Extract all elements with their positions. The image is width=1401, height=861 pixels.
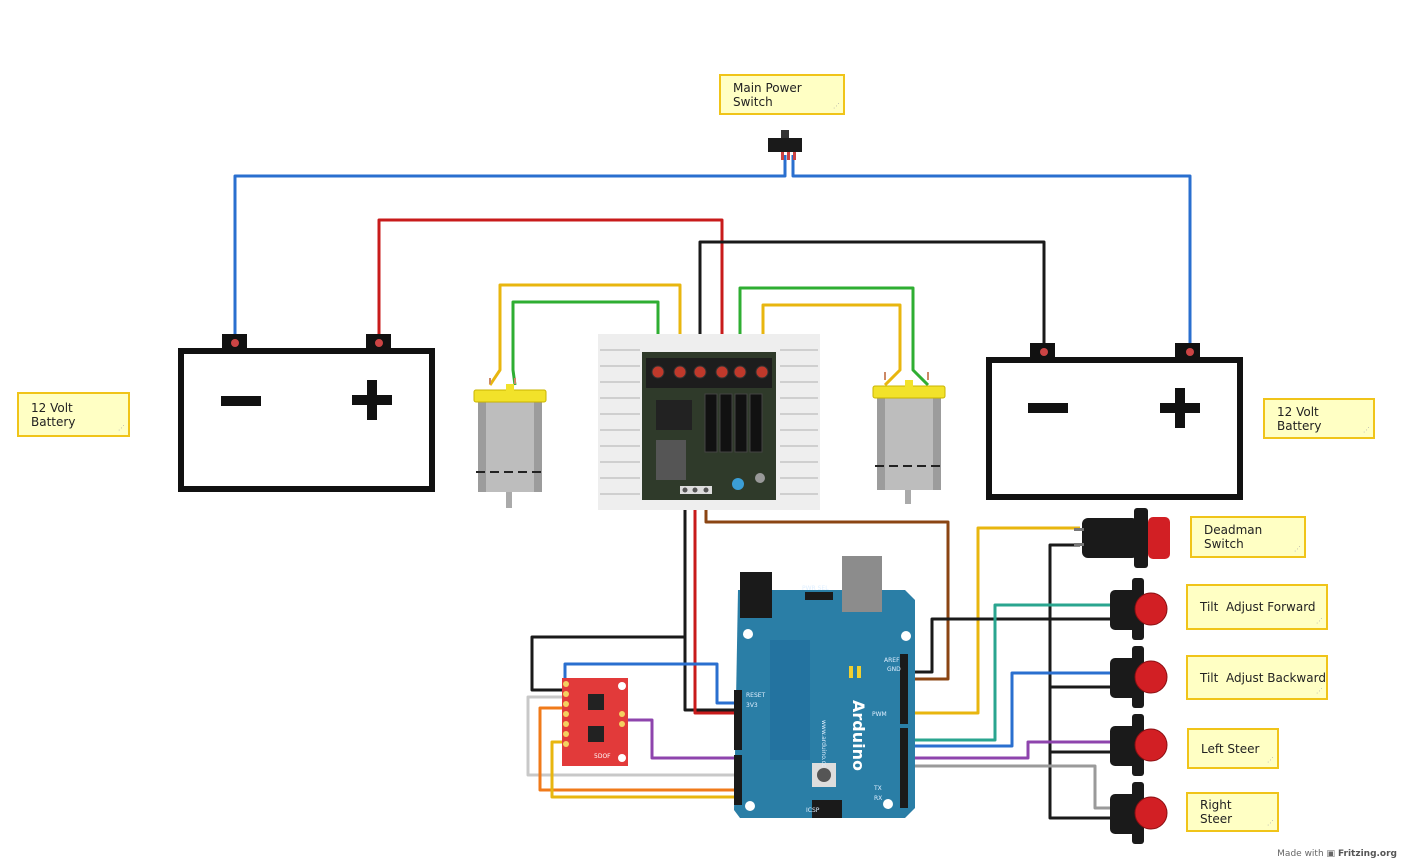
note-tilt-forward-text: Tilt Adjust Forward [1200, 600, 1316, 614]
wire-white-sensor [526, 695, 738, 777]
note-left-steer-text: Left Steer [1201, 741, 1260, 756]
wire-blue-left [233, 155, 787, 343]
note-right-steer[interactable]: Right Steer ⋰ [1186, 792, 1279, 832]
arduino-pwm-label: PWM [872, 711, 887, 718]
resize-grip-icon[interactable]: ⋰ [1316, 687, 1323, 695]
fritzing-credit: Made with ▣ Fritzing.org [1277, 849, 1397, 859]
wire-black-driver-gnd [683, 492, 738, 712]
credit-made-with: Made with [1277, 849, 1324, 859]
note-battery-left[interactable]: 12 Volt Battery ⋰ [17, 392, 130, 437]
resize-grip-icon[interactable]: ⋰ [118, 424, 125, 432]
wire-brown-driver-signal [704, 492, 950, 681]
note-right-steer-text: Right Steer [1200, 798, 1233, 826]
wire-yellow-sensor [550, 740, 738, 799]
credit-brand: Fritzing.org [1337, 849, 1397, 859]
note-deadman-switch[interactable]: Deadman Switch ⋰ [1190, 516, 1306, 558]
note-tilt-forward[interactable]: Tilt Adjust Forward ⋰ [1186, 584, 1328, 630]
sensor-label: 5DOF [594, 753, 611, 760]
motor-driver [598, 334, 820, 510]
note-left-steer[interactable]: Left Steer ⋰ [1187, 728, 1279, 769]
note-main-power-switch-text: Main Power Switch [733, 80, 802, 109]
wire-green-left-motor [511, 300, 660, 386]
wire-blue-tilt-back [905, 671, 1110, 748]
arduino-pwr-sel: PWR SEL [802, 585, 829, 592]
arduino-rx-label: RX [874, 795, 882, 802]
wire-black-sensor-gnd [530, 635, 685, 692]
note-battery-right-text: 12 Volt Battery [1277, 404, 1322, 433]
wire-blue-right [791, 155, 1192, 350]
resize-grip-icon[interactable]: ⋰ [1294, 545, 1301, 553]
arduino-icsp-label: ICSP [806, 807, 820, 814]
arduino-aref-label: AREF [884, 657, 900, 664]
tilt-forward-button[interactable] [1110, 578, 1168, 640]
wires [233, 155, 1192, 820]
wire-blue-sensor-3v3 [563, 662, 738, 705]
note-tilt-backward[interactable]: Tilt Adjust Backward ⋰ [1186, 655, 1328, 700]
arduino-reset-label: RESET [746, 692, 766, 699]
wire-orange-sensor [538, 706, 738, 792]
arduino-brand: Arduino [849, 700, 868, 771]
arduino-board: Arduino www.arduino.cc PWR SEL RESET 3V3… [734, 556, 915, 818]
arduino-gnd-label: GND [887, 666, 901, 673]
fritzing-logo-icon: ▣ [1326, 849, 1336, 859]
wire-yellow-right-motor [761, 303, 902, 387]
note-deadman-switch-text: Deadman Switch [1204, 523, 1263, 551]
resize-grip-icon[interactable]: ⋰ [1267, 819, 1274, 827]
right-steer-button[interactable] [1110, 782, 1168, 844]
resize-grip-icon[interactable]: ⋰ [833, 102, 840, 110]
wire-gray-right-steer [905, 764, 1110, 810]
arduino-tx-label: TX [873, 785, 882, 792]
note-battery-left-text: 12 Volt Battery [31, 400, 76, 429]
motor-left [473, 378, 547, 508]
battery-left-minus-icon [221, 396, 261, 406]
wire-teal-tilt-fwd [905, 603, 1110, 742]
wire-black-battery [698, 240, 1046, 368]
battery-right-minus-icon [1028, 403, 1068, 413]
deadman-switch-button[interactable] [1074, 508, 1170, 568]
note-tilt-backward-text: Tilt Adjust Backward [1200, 670, 1326, 685]
battery-right [986, 343, 1243, 500]
left-steer-button[interactable] [1110, 714, 1168, 776]
wire-purple-left-steer [905, 740, 1110, 760]
battery-left [178, 334, 435, 492]
wire-black-switch-gnd [905, 617, 1110, 674]
wire-red-driver-5v [693, 492, 738, 715]
wire-yellow-left-motor [488, 283, 682, 386]
resize-grip-icon[interactable]: ⋰ [1316, 617, 1323, 625]
wire-green-right-motor [738, 286, 930, 387]
wire-purple-sensor [622, 718, 738, 760]
motor-right [872, 372, 946, 504]
note-battery-right[interactable]: 12 Volt Battery ⋰ [1263, 398, 1375, 439]
arduino-site: www.arduino.cc [820, 720, 827, 767]
sensor-board: 5DOF [562, 678, 628, 766]
main-power-switch[interactable] [768, 130, 802, 160]
note-main-power-switch[interactable]: Main Power Switch ⋰ [719, 74, 845, 115]
tilt-backward-button[interactable] [1110, 646, 1168, 708]
resize-grip-icon[interactable]: ⋰ [1363, 426, 1370, 434]
wire-black-common [1048, 543, 1110, 820]
arduino-3v3-label: 3V3 [746, 702, 758, 709]
wire-red-battery [377, 218, 724, 368]
resize-grip-icon[interactable]: ⋰ [1267, 756, 1274, 764]
